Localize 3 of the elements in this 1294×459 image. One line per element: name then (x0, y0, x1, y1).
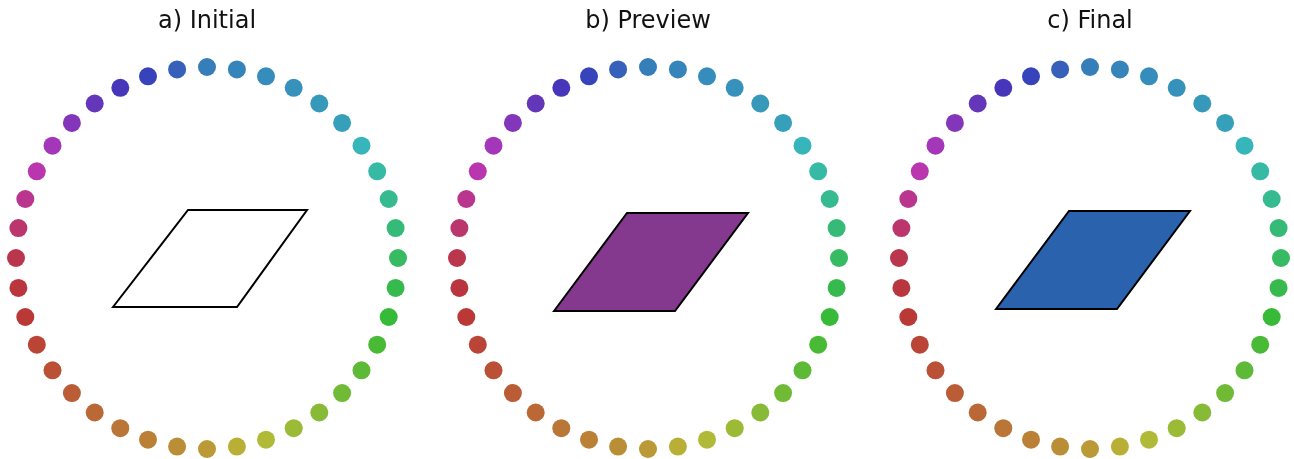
panel-title: b) Preview (585, 6, 711, 34)
panel-title: a) Initial (157, 6, 257, 34)
panel-title: c) Final (1047, 6, 1133, 34)
